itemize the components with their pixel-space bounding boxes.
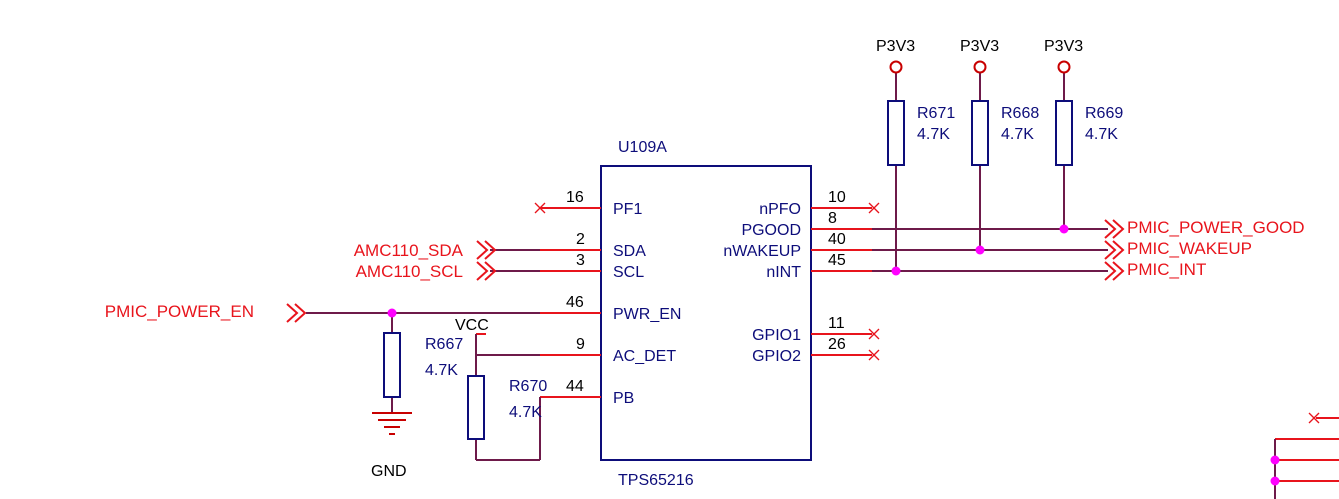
resistor-r668-ref: R668: [1001, 105, 1039, 122]
junction-dot: [387, 308, 397, 318]
pin-name-gpio1: GPIO1: [752, 327, 801, 344]
right-wires: [872, 228, 1108, 272]
resistor-r667: [383, 332, 401, 398]
chip-part-number: TPS65216: [618, 472, 694, 489]
pin-name-nwakeup: nWAKEUP: [723, 243, 801, 260]
left-wires: [306, 249, 541, 461]
vcc-label: VCC: [455, 317, 489, 334]
pin-number-pwr-en: 46: [566, 294, 584, 311]
pin-name-scl: SCL: [613, 264, 644, 281]
net-chevron-icon: [1104, 219, 1125, 239]
chip-body: [600, 165, 812, 461]
power-port-icon: [889, 60, 903, 74]
pin-number-npfo: 10: [828, 189, 846, 206]
net-chevron-icon: [476, 240, 497, 260]
no-connect-icon: [868, 349, 880, 361]
net-label-power-good: PMIC_POWER_GOOD: [1127, 218, 1305, 237]
pin-name-pf1: PF1: [613, 201, 642, 218]
pin-name-ac-det: AC_DET: [613, 348, 676, 365]
net-chevron-icon: [1104, 261, 1125, 281]
pin-name-pb: PB: [613, 390, 634, 407]
no-connect-icon: [534, 202, 546, 214]
left-pins: 16 2 3 46 9 44 PF1 SDA SCL PWR_EN AC_DET…: [540, 189, 681, 407]
p3v3-label-2: P3V3: [960, 38, 999, 55]
resistor-r669-ref: R669: [1085, 105, 1123, 122]
right-pins: 10 8 40 45 11 26 nPFO PGOOD nWAKEUP nINT…: [723, 189, 872, 365]
no-connect-icon: [868, 202, 880, 214]
pin-number-scl: 3: [576, 252, 585, 269]
net-arrows-left: [286, 240, 497, 323]
junction-dot: [1059, 224, 1069, 234]
resistor-r667-ref: R667: [425, 336, 463, 353]
resistor-r671-value: 4.7K: [917, 126, 950, 143]
resistor-r667-value: 4.7K: [425, 362, 458, 379]
net-label-wakeup: PMIC_WAKEUP: [1127, 239, 1252, 258]
pin-name-pwr-en: PWR_EN: [613, 306, 681, 323]
ground-icon: [372, 412, 412, 435]
pin-number-nwakeup: 40: [828, 231, 846, 248]
net-label-sda: AMC110_SDA: [354, 241, 464, 260]
junction-dot: [891, 266, 901, 276]
pin-number-nint: 45: [828, 252, 846, 269]
pin-name-gpio2: GPIO2: [752, 348, 801, 365]
no-connect-icon: [868, 328, 880, 340]
pin-number-gpio1: 11: [828, 315, 845, 332]
pin-name-nint: nINT: [766, 264, 801, 281]
resistor-r671: [887, 100, 905, 166]
resistor-r669-value: 4.7K: [1085, 126, 1118, 143]
net-chevron-icon: [1104, 240, 1125, 260]
partial-circuit: [1270, 412, 1339, 499]
power-port-icon: [1057, 60, 1071, 74]
p3v3-label-1: P3V3: [876, 38, 915, 55]
net-label-int: PMIC_INT: [1127, 260, 1206, 279]
resistor-r670-ref: R670: [509, 378, 547, 395]
pin-number-pb: 44: [566, 378, 584, 395]
resistor-r669: [1055, 100, 1073, 166]
chip-refdes: U109A: [618, 139, 667, 156]
net-chevron-icon: [476, 261, 497, 281]
pin-name-npfo: nPFO: [759, 201, 801, 218]
resistor-r671-ref: R671: [917, 105, 955, 122]
no-connect-markers: [534, 202, 880, 361]
pin-name-pgood: PGOOD: [741, 222, 801, 239]
gnd-label: GND: [371, 463, 407, 480]
power-port-icon: [973, 60, 987, 74]
pin-number-sda: 2: [576, 231, 585, 248]
net-chevron-icon: [286, 303, 307, 323]
net-arrows-right: [1104, 219, 1125, 281]
resistor-r668-value: 4.7K: [1001, 126, 1034, 143]
p3v3-label-3: P3V3: [1044, 38, 1083, 55]
pullup-wires: [895, 73, 1065, 271]
resistor-r670: [467, 375, 485, 440]
pin-name-sda: SDA: [613, 243, 646, 260]
net-label-scl: AMC110_SCL: [356, 262, 463, 281]
pin-number-gpio2: 26: [828, 336, 846, 353]
net-label-power-en: PMIC_POWER_EN: [105, 302, 254, 321]
pin-number-pgood: 8: [828, 210, 837, 227]
junction-dot: [975, 245, 985, 255]
pin-number-ac-det: 9: [576, 336, 585, 353]
resistor-r670-value: 4.7K: [509, 404, 542, 421]
pin-number-pf1: 16: [566, 189, 584, 206]
resistor-r668: [971, 100, 989, 166]
